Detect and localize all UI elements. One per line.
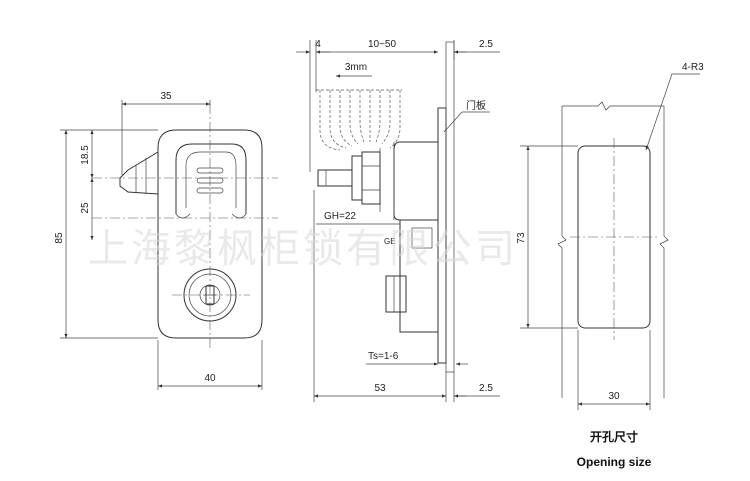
side-housing <box>393 141 438 221</box>
label-door-panel: 门板 <box>466 99 486 112</box>
front-view: 35 40 85 18.5 25 <box>54 91 278 390</box>
dim-front-18-5: 18.5 <box>80 145 91 165</box>
caption-opening-en: Opening size <box>577 455 652 469</box>
dim-front-35: 35 <box>160 91 172 102</box>
latch-tongue <box>119 151 159 195</box>
caption-opening-cn: 开孔尺寸 <box>590 429 638 444</box>
dim-10-50: 10~50 <box>368 39 397 50</box>
dim-opening-30: 30 <box>608 391 620 402</box>
dim-opening-73: 73 <box>516 232 527 244</box>
dim-front-85: 85 <box>54 232 65 244</box>
dim-front-25: 25 <box>80 202 91 214</box>
opening-view: 4-R3 73 30 开孔尺寸 Opening size <box>516 62 704 469</box>
lock-body-outline <box>157 129 263 339</box>
side-view: 3mm 4 10~50 2.5 门板 GH=22 GE Ts=1-6 53 2.… <box>296 39 500 402</box>
svg-text:GE: GE <box>384 237 396 246</box>
handle-outline <box>175 143 247 214</box>
dim-radius-4-r3: 4-R3 <box>682 62 704 73</box>
dim-3mm: 3mm <box>345 62 367 73</box>
watermark-text: 上海黎枫柜锁有限公司 <box>88 226 518 272</box>
dim-depth-53: 53 <box>374 383 386 394</box>
label-ts-1-6: Ts=1-6 <box>368 351 399 362</box>
dim-4: 4 <box>315 39 321 50</box>
label-gh-22: GH=22 <box>324 211 356 222</box>
dim-front-40: 40 <box>204 373 216 384</box>
handle-inner <box>185 151 237 208</box>
dim-plate-bottom-2-5: 2.5 <box>479 383 493 394</box>
dim-plate-top-2-5: 2.5 <box>479 39 493 50</box>
